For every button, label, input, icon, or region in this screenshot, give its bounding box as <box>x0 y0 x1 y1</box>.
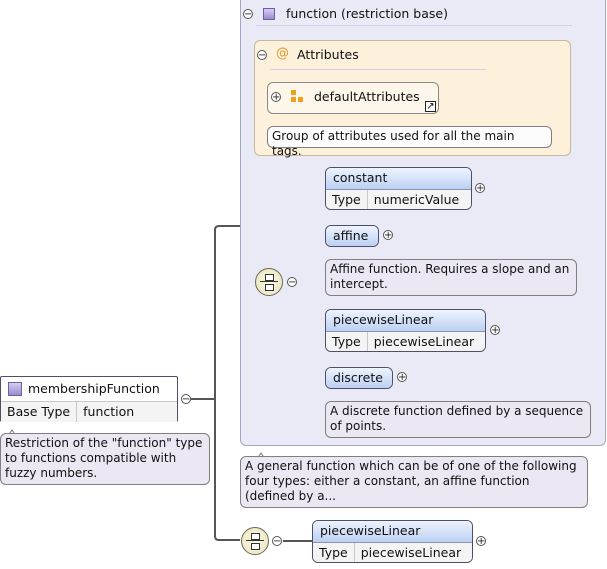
expand-piecewise-linear-2-icon[interactable]: + <box>476 536 486 547</box>
element-constant-type-label: Type <box>326 190 368 209</box>
expand-piecewise-linear-icon[interactable]: + <box>490 325 500 336</box>
choice-compositor-icon <box>241 527 269 555</box>
complex-type-icon <box>263 8 275 20</box>
root-base-type-label: Base Type <box>1 402 78 422</box>
affine-note: Affine function. Requires a slope and an… <box>325 259 577 296</box>
expand-attribute-group-icon[interactable]: + <box>271 92 281 103</box>
attribute-group-name[interactable]: defaultAttributes <box>314 89 420 104</box>
collapse-choice-2-icon[interactable]: − <box>272 536 282 547</box>
attribute-group-note: Group of attributes used for all the mai… <box>267 126 552 158</box>
complex-type-icon <box>8 382 22 396</box>
root-element-membership-function[interactable]: membershipFunction Base Type function <box>0 376 178 422</box>
element-piecewise-linear-2-name[interactable]: piecewiseLinear <box>313 521 472 543</box>
element-affine[interactable]: affine <box>325 225 379 247</box>
shortcut-arrow-icon[interactable]: ↗ <box>425 101 436 112</box>
collapse-choice-icon[interactable]: − <box>287 277 297 288</box>
choice-compositor-icon <box>255 268 283 296</box>
connector-root-to-base <box>191 225 240 400</box>
element-constant-type: numericValue <box>373 192 460 207</box>
base-title-underline <box>256 25 572 26</box>
element-discrete[interactable]: discrete <box>325 367 393 389</box>
element-piecewise-linear[interactable]: piecewiseLinear Type piecewiseLinear <box>325 309 486 352</box>
collapse-attributes-icon[interactable]: − <box>257 50 267 61</box>
attribute-group-icon <box>291 90 303 102</box>
root-base-type: function <box>83 404 135 419</box>
element-discrete-name[interactable]: discrete <box>326 368 392 388</box>
attributes-underline <box>270 69 486 70</box>
element-affine-name[interactable]: affine <box>326 226 378 246</box>
element-piecewise-linear-2-type: piecewiseLinear <box>360 545 462 560</box>
attributes-label: Attributes <box>297 47 359 62</box>
base-note: A general function which can be of one o… <box>240 456 588 508</box>
element-piecewise-linear-type-label: Type <box>326 332 368 351</box>
expand-constant-icon[interactable]: + <box>475 183 485 194</box>
expand-affine-icon[interactable]: + <box>383 230 393 241</box>
element-constant-name[interactable]: constant <box>326 168 471 190</box>
root-note: Restriction of the "function" type to fu… <box>0 433 210 485</box>
collapse-root-icon[interactable]: − <box>181 394 191 405</box>
collapse-base-icon[interactable]: − <box>243 9 253 20</box>
element-piecewise-linear-name[interactable]: piecewiseLinear <box>326 310 485 332</box>
expand-discrete-icon[interactable]: + <box>397 372 407 383</box>
element-piecewise-linear-2[interactable]: piecewiseLinear Type piecewiseLinear <box>312 520 473 563</box>
element-piecewise-linear-type: piecewiseLinear <box>373 334 475 349</box>
discrete-note: A discrete function defined by a sequenc… <box>325 401 591 438</box>
element-piecewise-linear-2-type-label: Type <box>313 543 355 562</box>
element-constant[interactable]: constant Type numericValue <box>325 167 472 210</box>
at-sign-icon: @ <box>276 46 289 61</box>
connector-root-to-second-choice <box>214 399 240 541</box>
base-title: function (restriction base) <box>286 6 448 21</box>
root-name[interactable]: membershipFunction <box>28 381 160 396</box>
